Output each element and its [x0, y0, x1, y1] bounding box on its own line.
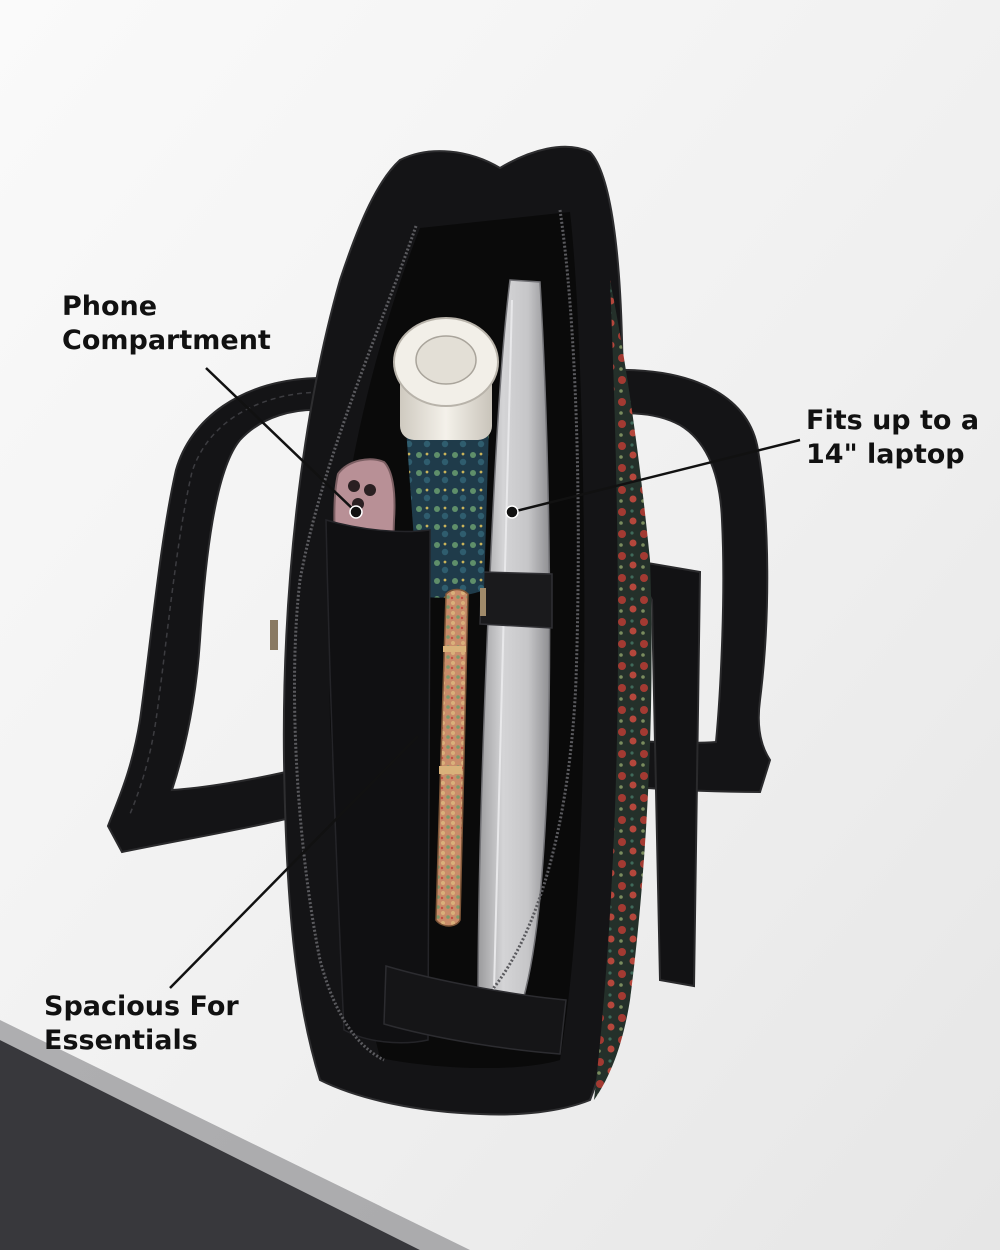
bottom-strap — [383, 965, 567, 1055]
essentials-label-line2: Essentials — [44, 1025, 198, 1056]
pen — [435, 588, 469, 927]
laptop-edge — [493, 299, 513, 991]
laptop-fit-label: Fits up to a 14" laptop — [806, 404, 979, 472]
floor-shadow — [0, 1020, 470, 1250]
pointer-essentials — [169, 735, 419, 989]
floral-side-panel — [594, 280, 652, 1100]
phone-label-line1: Phone — [62, 291, 158, 322]
phone-camera-lens — [348, 480, 360, 492]
phone-pocket — [325, 518, 431, 1044]
laptop-strap — [479, 571, 553, 629]
left-handle — [106, 376, 326, 854]
water-bottle-lid-ring — [415, 335, 477, 385]
pen-band — [443, 646, 466, 652]
phone-compartment-label: Phone Compartment — [62, 290, 271, 358]
pointer-laptop-dot — [505, 505, 519, 519]
left-zipper — [292, 225, 418, 1062]
pointer-phone — [205, 367, 357, 513]
pen-band — [439, 766, 462, 774]
phone-label-line2: Compartment — [62, 325, 271, 356]
pointer-phone-dot — [349, 505, 363, 519]
essentials-label: Spacious For Essentials — [44, 990, 239, 1058]
laptop-label-line2: 14" laptop — [806, 439, 965, 470]
phone-camera-lens — [364, 484, 376, 496]
essentials-label-line1: Spacious For — [44, 991, 239, 1022]
strap-metal-tab — [480, 588, 486, 616]
laptop-label-line1: Fits up to a — [806, 405, 980, 436]
pointer-laptop — [511, 438, 801, 514]
left-handle-stitch — [129, 391, 321, 815]
side-metal-tab — [270, 620, 278, 650]
